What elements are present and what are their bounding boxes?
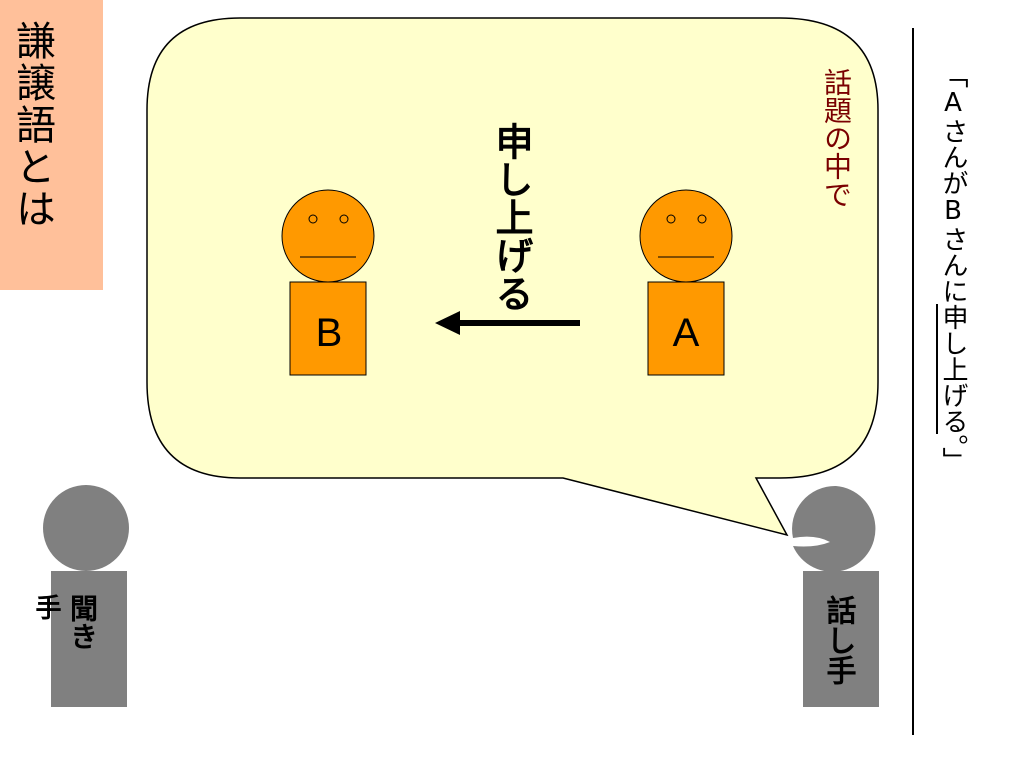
person-b-eye-right <box>339 214 349 224</box>
listener-label-part2: 聞き <box>66 594 99 650</box>
sentence-b: Bさんに <box>938 196 968 304</box>
listener-body <box>51 571 127 707</box>
sentence-prefix: 「Aさんが <box>938 62 968 196</box>
person-a-eye-right <box>697 214 707 224</box>
speech-bubble <box>146 17 879 537</box>
topic-label: 話題の中で <box>820 68 853 208</box>
sentence-verb: 申し上げる <box>936 304 968 434</box>
person-a-body <box>647 281 725 376</box>
sentence-suffix: 。」 <box>938 434 968 473</box>
person-b-label: B <box>315 311 343 355</box>
example-sentence: 「AさんがBさんに申し上げる。」 <box>936 62 968 473</box>
person-b-body <box>289 281 367 376</box>
person-a-eye-left <box>666 214 676 224</box>
person-b-head <box>281 189 375 283</box>
listener-label-part1: 手 <box>31 594 61 620</box>
title-box <box>0 0 103 290</box>
arrow-head <box>435 311 460 335</box>
listener-head <box>43 485 129 571</box>
person-b-eye-left <box>308 214 318 224</box>
person-a-label: A <box>672 311 700 355</box>
page-title: 謙譲語とは <box>9 20 55 230</box>
speaker-head <box>792 485 876 572</box>
verb-label: 申し上げる <box>489 122 533 312</box>
speaker-body <box>803 571 879 707</box>
speaker-label: 話し手 <box>820 595 856 685</box>
person-a-head <box>639 189 733 283</box>
